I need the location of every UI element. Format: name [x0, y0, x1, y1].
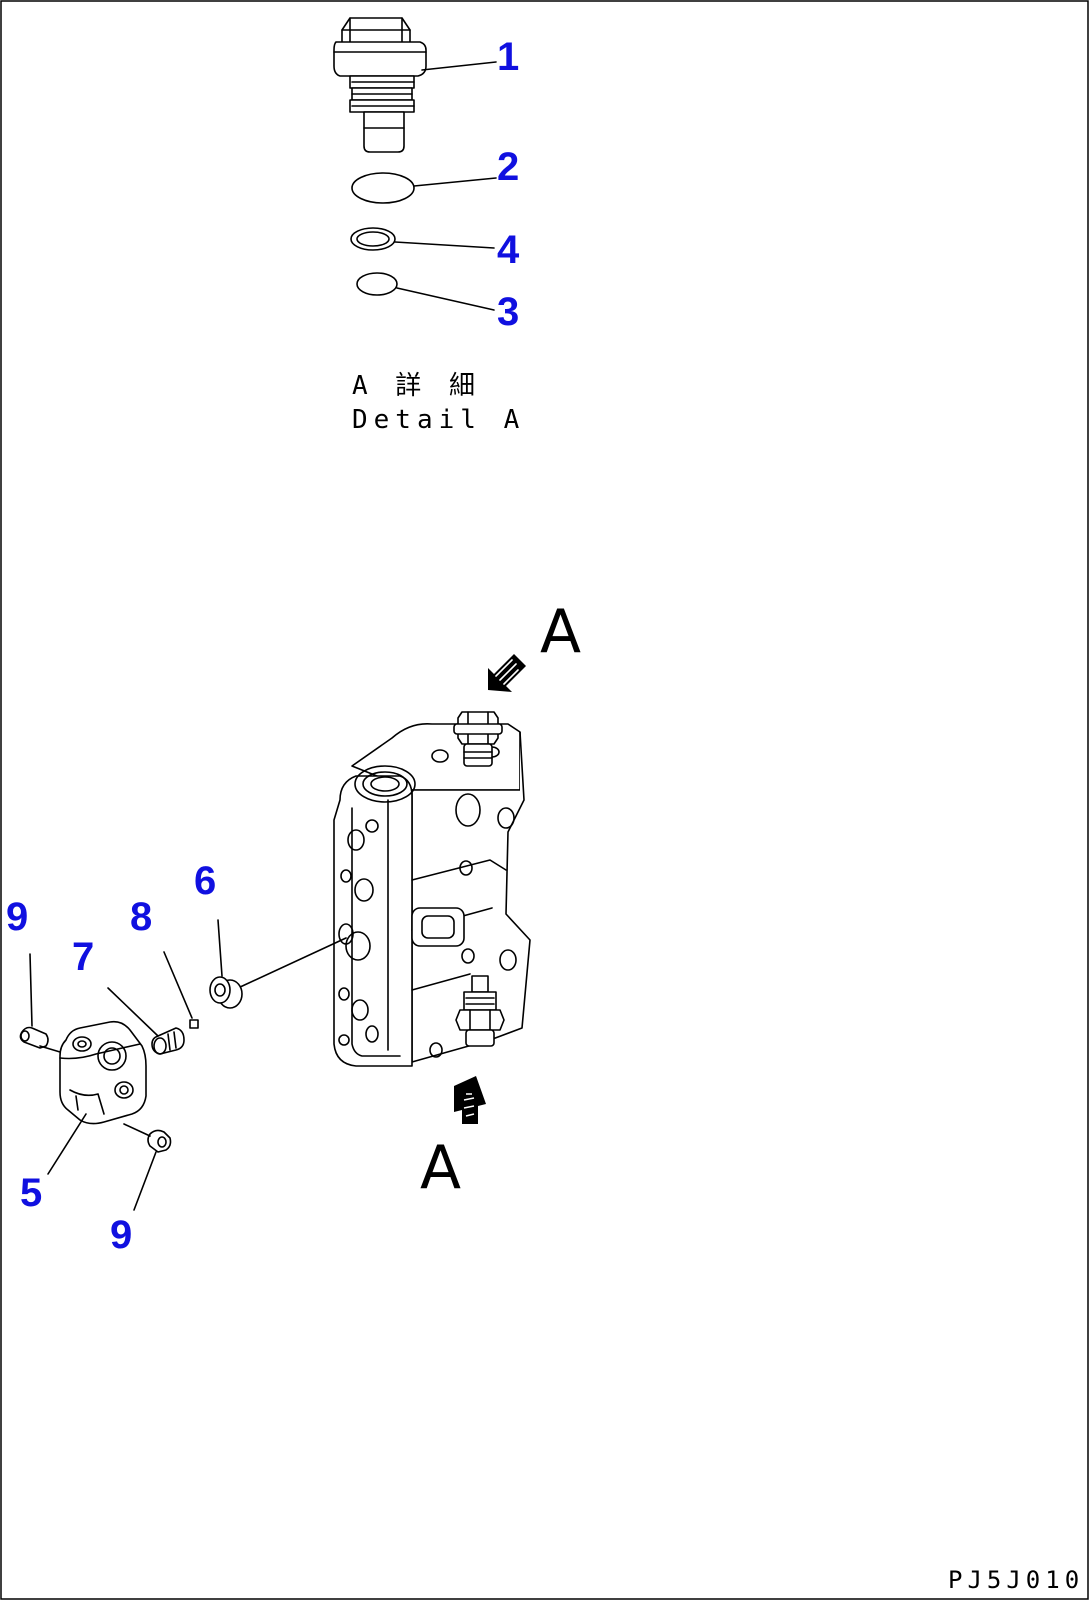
- leader-9-bottom: [133, 1151, 157, 1211]
- callout-8: 8: [130, 895, 152, 939]
- callout-7: 7: [72, 935, 94, 979]
- leader-5: [47, 1113, 87, 1175]
- part-9-bolt-bottom[interactable]: [123, 1123, 172, 1153]
- leader-1: [421, 61, 497, 71]
- part-9-bolt-top[interactable]: [19, 1026, 61, 1053]
- drawing-code: PJ5J010: [948, 1566, 1084, 1594]
- callout-9-bottom: 9: [110, 1213, 132, 1257]
- part-3-o-ring[interactable]: [356, 272, 398, 296]
- part-7-spring[interactable]: [151, 1027, 185, 1055]
- part-5-cover[interactable]: [59, 1020, 147, 1125]
- view-arrow-top-icon: [488, 654, 526, 692]
- leader-7: [107, 987, 159, 1037]
- callout-5: 5: [20, 1171, 42, 1215]
- callout-6: 6: [194, 859, 216, 903]
- valve-top-plug[interactable]: [453, 711, 503, 767]
- callout-3: 3: [497, 290, 519, 334]
- assembly-line-6: [237, 937, 347, 989]
- part-8-pin[interactable]: [189, 1019, 199, 1029]
- leader-2: [413, 177, 497, 187]
- view-letter-a-top: A: [540, 597, 581, 667]
- leader-3: [396, 287, 495, 311]
- part-2-o-ring[interactable]: [351, 172, 415, 204]
- callout-1: 1: [497, 35, 519, 79]
- leader-4: [394, 241, 495, 249]
- leader-6: [217, 919, 223, 977]
- callout-4: 4: [497, 228, 520, 272]
- valve-relief-fitting[interactable]: [455, 975, 505, 1047]
- callout-9-top: 9: [6, 895, 28, 939]
- part-1-plug[interactable]: [333, 17, 427, 153]
- part-4-backup-ring[interactable]: [350, 227, 396, 251]
- part-6-seat[interactable]: [209, 976, 243, 1009]
- detail-caption-jp: A 詳 細: [352, 371, 481, 401]
- leader-8: [163, 951, 193, 1019]
- detail-caption-en: Detail A: [352, 405, 525, 435]
- view-arrow-bottom-icon: [454, 1076, 486, 1124]
- view-letter-a-bottom: A: [420, 1133, 461, 1203]
- leader-9-top: [29, 953, 33, 1027]
- callout-2: 2: [497, 145, 519, 189]
